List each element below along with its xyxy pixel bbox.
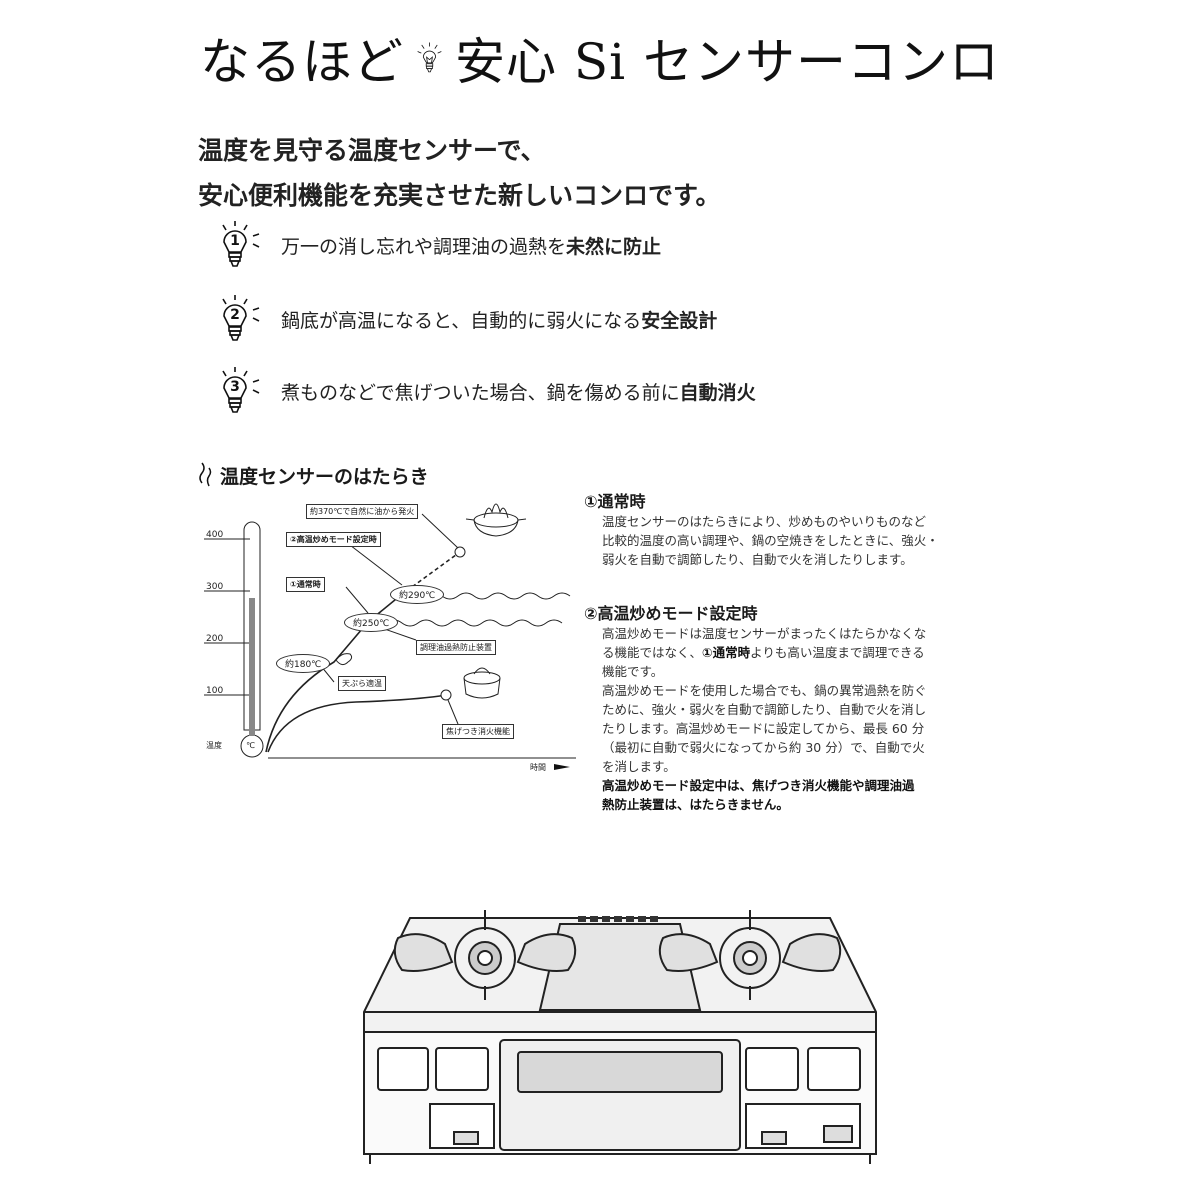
normal-label: ①通常時 xyxy=(286,577,325,592)
svg-text:1: 1 xyxy=(230,233,240,249)
tick-label: 300 xyxy=(206,582,224,592)
high-mode-label: ②高温炒めモード設定時 xyxy=(286,532,381,547)
diagram-graphics xyxy=(204,503,576,770)
y-axis-label: 温度 xyxy=(206,741,222,750)
intro-text: 温度を見守る温度センサーで、 安心便利機能を充実させた新しいコンロです。 xyxy=(198,128,998,218)
numbered-bulb-icon: 3 xyxy=(222,367,260,413)
temp-250-label: 約250℃ xyxy=(344,613,399,632)
stove-illustration xyxy=(363,910,877,1164)
feature-2: 2 鍋底が高温になると、自動的に弱火になる安全設計 xyxy=(215,294,1015,344)
tick-label: 200 xyxy=(206,634,224,644)
scorch-label: 焦げつき消火機能 xyxy=(442,724,514,739)
section-title: 温度センサーのはたらき xyxy=(196,460,429,490)
lightbulb-icon xyxy=(417,42,442,73)
tick-label: 100 xyxy=(206,686,224,696)
tempura-label: 天ぷら適温 xyxy=(338,676,386,691)
celsius-unit: ℃ xyxy=(246,741,255,750)
feature-text: 万一の消し忘れや調理油の過熱を未然に防止 xyxy=(281,235,662,258)
temperature-diagram: 400 300 200 100 温度 ℃ 時間 約370℃で自然に油から発火 ②… xyxy=(196,490,580,780)
page-title: なるほど 安心 Si センサーコンロ xyxy=(200,18,1000,98)
numbered-bulb-icon: 1 xyxy=(222,221,260,267)
numbered-bulb-icon: 2 xyxy=(222,295,260,341)
explanation-title: ①通常時 xyxy=(584,492,646,511)
temp-290-label: 約290℃ xyxy=(390,585,445,604)
explanation-title: ②高温炒めモード設定時 xyxy=(584,604,758,623)
feature-text: 煮ものなどで焦げついた場合、鍋を傷める前に自動消火 xyxy=(281,381,756,404)
intro-line-2: 安心便利機能を充実させた新しいコンロです。 xyxy=(198,181,721,210)
feature-3: 3 煮ものなどで焦げついた場合、鍋を傷める前に自動消火 xyxy=(215,366,1015,416)
svg-text:3: 3 xyxy=(230,379,240,395)
ignite-label: 約370℃で自然に油から発火 xyxy=(306,504,419,519)
temp-180-label: 約180℃ xyxy=(276,654,331,673)
intro-line-1: 温度を見守る温度センサーで、 xyxy=(198,136,546,165)
title-right: 安心 Si センサーコンロ xyxy=(454,33,1000,91)
explanation-normal: ①通常時 温度センサーのはたらきにより、炒めものやいりものなど 比較的温度の高い… xyxy=(584,492,984,569)
explanation-high-mode: ②高温炒めモード設定時 高温炒めモードは温度センサーがまったくはたらかなくな る… xyxy=(584,604,984,814)
title-left: なるほど xyxy=(200,33,404,91)
x-axis-label: 時間 xyxy=(530,763,546,772)
tick-label: 400 xyxy=(206,530,224,540)
feature-text: 鍋底が高温になると、自動的に弱火になる安全設計 xyxy=(281,309,718,332)
sparkle-icon xyxy=(199,462,212,487)
oil-guard-label: 調理油過熱防止装置 xyxy=(416,640,496,655)
feature-1: 1 万一の消し忘れや調理油の過熱を未然に防止 xyxy=(215,220,1015,270)
svg-text:2: 2 xyxy=(230,307,240,323)
